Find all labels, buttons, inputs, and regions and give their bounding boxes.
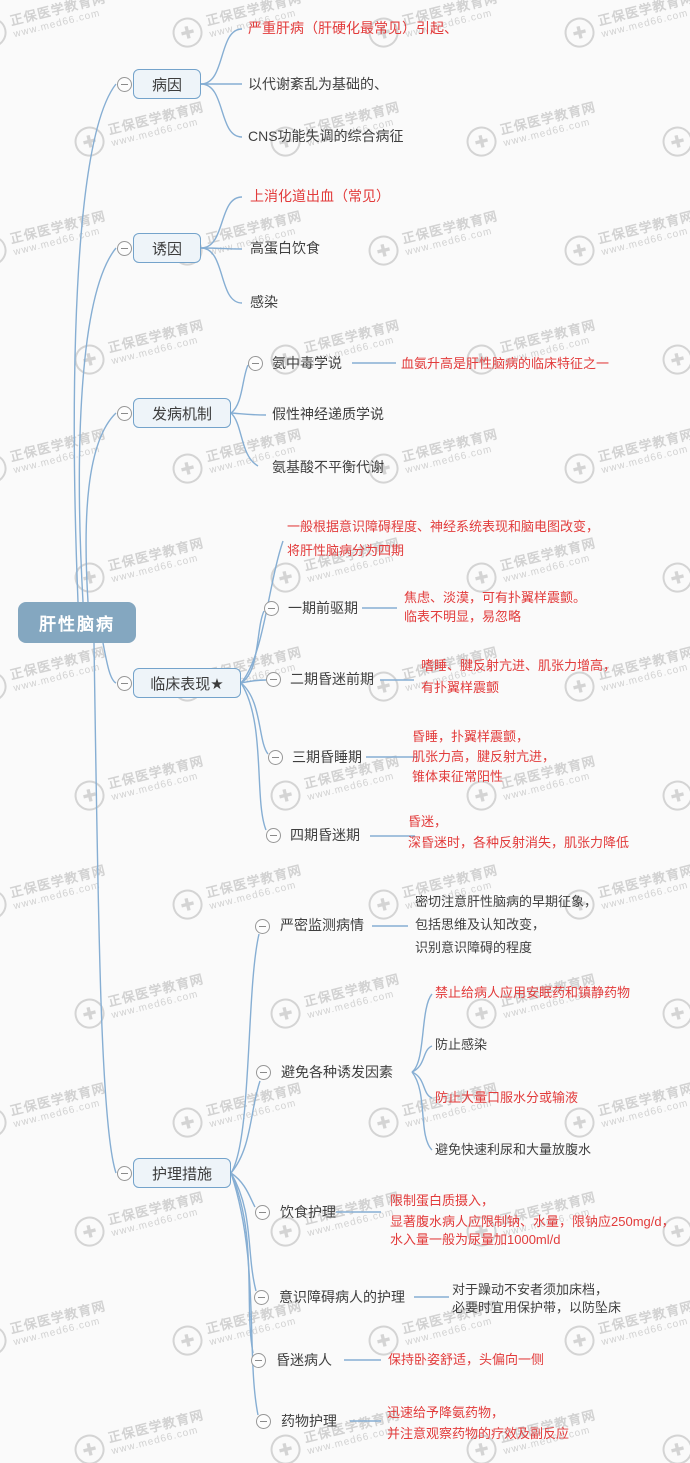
collapse-icon[interactable] [248,356,263,371]
collapse-icon[interactable] [254,1290,269,1305]
collapse-icon[interactable] [255,1205,270,1220]
nursing-consciousness-label[interactable]: 意识障碍病人的护理 [279,1289,405,1305]
nursing-consciousness-detail[interactable]: 必要时宜用保护带，以防坠床 [452,1300,622,1315]
nursing-diet-detail[interactable]: 显著腹水病人应限制钠、水量，限钠应250mg/d， [390,1214,675,1229]
edge-nursing-avoid [230,1080,261,1174]
collapse-icon[interactable] [117,1166,132,1181]
stage1-detail[interactable]: 焦虑、淡漠，可有扑翼样震颤。 [404,590,587,605]
edge-nursing-monitor [230,933,260,1174]
collapse-icon[interactable] [256,1065,271,1080]
nursing-coma-detail[interactable]: 保持卧姿舒适，头偏向一侧 [388,1352,545,1367]
detail-ammonia-note[interactable]: 血氨升高是肝性脑病的临床特征之一 [401,356,610,371]
edge-avoid-sub2 [411,1045,433,1073]
collapse-icon[interactable] [264,601,279,616]
leaf-causes-2[interactable]: 以代谢紊乱为基础的、 [248,76,388,92]
edge-clinical-stage2 [240,679,267,684]
nursing-consciousness-detail[interactable]: 对于躁动不安者须加床档， [452,1282,609,1297]
leaf-triggers-2[interactable]: 高蛋白饮食 [250,240,320,256]
root-node[interactable]: 肝性脑病 [18,602,136,643]
edge-triggers-1 [200,196,243,249]
collapse-icon[interactable] [117,406,132,421]
nursing-monitor-label[interactable]: 严密监测病情 [280,917,364,933]
edge-causes-1 [200,28,243,85]
branch-node-clinical[interactable]: 临床表现★ [133,668,241,698]
edge-root-clinical [102,642,117,684]
stage3-detail[interactable]: 昏睡，扑翼样震颤， [412,729,530,744]
nursing-avoid-label[interactable]: 避免各种诱发因素 [281,1064,393,1080]
clinical-note-line[interactable]: 一般根据意识障碍程度、神经系统表现和脑电图改变， [287,519,600,534]
leaf-causes-3[interactable]: CNS功能失调的综合病征 [248,128,404,144]
nursing-medication-detail[interactable]: 并注意观察药物的疗效及副反应 [387,1426,570,1441]
collapse-icon[interactable] [256,1414,271,1429]
collapse-icon[interactable] [117,676,132,691]
clinical-note-line[interactable]: 将肝性脑病分为四期 [287,543,405,558]
branch-node-causes[interactable]: 病因 [133,69,201,99]
leaf-ammonia-theory[interactable]: 氨中毒学说 [272,355,342,371]
branch-node-nursing[interactable]: 护理措施 [133,1158,231,1188]
edge-avoid-sub3 [411,1071,433,1099]
nursing-medication-detail[interactable]: 迅速给予降氨药物， [387,1405,505,1420]
edge-avoid-sub1 [411,993,433,1073]
edge-root-pathogenesis [85,412,117,603]
nursing-avoid-sub[interactable]: 防止大量口服水分或输液 [435,1090,579,1105]
collapse-icon[interactable] [266,828,281,843]
edge-root-triggers [78,247,117,603]
stage4-detail[interactable]: 深昏迷时，各种反射消失，肌张力降低 [408,835,630,850]
stage1-detail[interactable]: 临表不明显，易忽略 [404,609,522,624]
leaf-amino-acid[interactable]: 氨基酸不平衡代谢 [272,459,384,475]
stage2-detail[interactable]: 嗜睡、腱反射亢进、肌张力增高， [421,658,617,673]
collapse-icon[interactable] [251,1353,266,1368]
edge-causes-3 [200,83,243,138]
stage2-detail[interactable]: 有扑翼样震颤 [421,680,500,695]
leaf-false-neurotransmitter[interactable]: 假性神经递质学说 [272,406,384,422]
nursing-diet-detail[interactable]: 限制蛋白质摄入， [390,1193,495,1208]
collapse-icon[interactable] [117,77,132,92]
stage4-detail[interactable]: 昏迷， [408,814,448,829]
edge-nursing-diet [230,1172,256,1208]
edge-nursing-medication [230,1172,259,1416]
stage1-label[interactable]: 一期前驱期 [288,600,358,616]
stage3-detail[interactable]: 锥体束征常阳性 [412,769,504,784]
leaf-causes-1[interactable]: 严重肝病（肝硬化最常见）引起、 [248,20,458,36]
edge-triggers-3 [200,247,243,304]
collapse-icon[interactable] [255,919,270,934]
edge-root-nursing [93,642,117,1174]
edge-clinical-stage4 [240,682,267,831]
edge-root-causes [73,83,117,603]
edge-nursing-consciousness [230,1172,257,1292]
collapse-icon[interactable] [266,672,281,687]
nursing-monitor-detail[interactable]: 密切注意肝性脑病的早期征象， [415,894,598,909]
edge-pathogenesis-1 [230,364,249,414]
edge-pathogenesis-2 [230,412,267,416]
nursing-monitor-detail[interactable]: 包括思维及认知改变， [415,917,546,932]
nursing-monitor-detail[interactable]: 识别意识障碍的程度 [415,940,533,955]
nursing-medication-label[interactable]: 药物护理 [281,1413,337,1429]
collapse-icon[interactable] [268,750,283,765]
nursing-diet-detail[interactable]: 水入量一般为尿量加1000ml/d [390,1232,561,1247]
edge-clinical-stage1 [240,610,265,684]
branch-node-pathogenesis[interactable]: 发病机制 [133,398,231,428]
nursing-avoid-sub[interactable]: 防止感染 [435,1037,488,1052]
edge-clinical-stage3 [240,682,269,755]
nursing-avoid-sub[interactable]: 禁止给病人应用安眠药和镇静药物 [435,985,631,1000]
edge-avoid-sub4 [411,1071,433,1151]
stage3-label[interactable]: 三期昏睡期 [292,749,362,765]
stage4-label[interactable]: 四期昏迷期 [290,827,360,843]
collapse-icon[interactable] [117,241,132,256]
branch-node-triggers[interactable]: 诱因 [133,233,201,263]
edge-clinical-note [240,540,284,684]
stage2-label[interactable]: 二期昏迷前期 [290,671,374,687]
nursing-coma-label[interactable]: 昏迷病人 [276,1352,332,1368]
leaf-triggers-3[interactable]: 感染 [250,294,278,310]
leaf-triggers-1[interactable]: 上消化道出血（常见） [250,188,390,204]
nursing-diet-label[interactable]: 饮食护理 [280,1204,336,1220]
stage3-detail[interactable]: 肌张力高，腱反射亢进， [412,749,556,764]
edge-pathogenesis-3 [230,412,259,467]
nursing-avoid-sub[interactable]: 避免快速利尿和大量放腹水 [435,1142,592,1157]
